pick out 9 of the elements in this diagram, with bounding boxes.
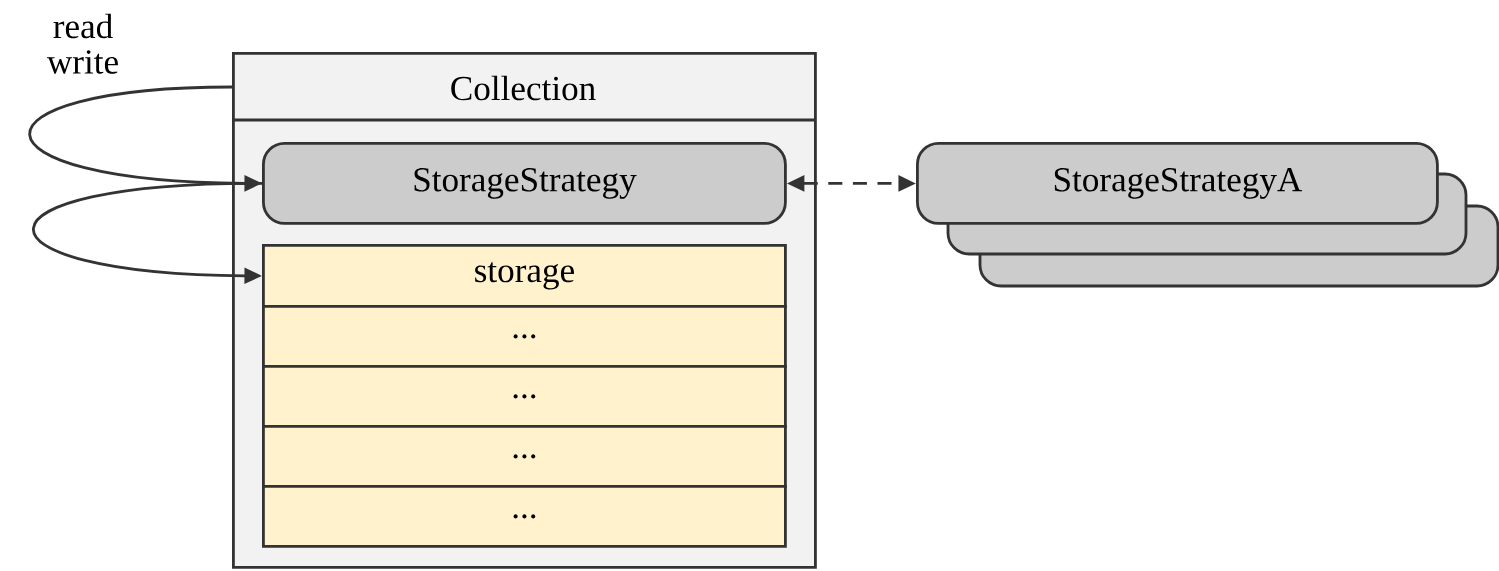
- table-row: storage: [262, 244, 787, 308]
- text-label: read: [53, 13, 113, 39]
- table-row: ...: [262, 425, 787, 488]
- table-row: ...: [262, 365, 787, 428]
- rounded-box: StorageStrategy: [262, 142, 787, 225]
- table-row: ...: [262, 485, 787, 548]
- table-row: ...: [262, 305, 787, 368]
- stacked-boxes: StorageStrategyA: [916, 142, 1499, 288]
- text-label: write: [46, 50, 118, 74]
